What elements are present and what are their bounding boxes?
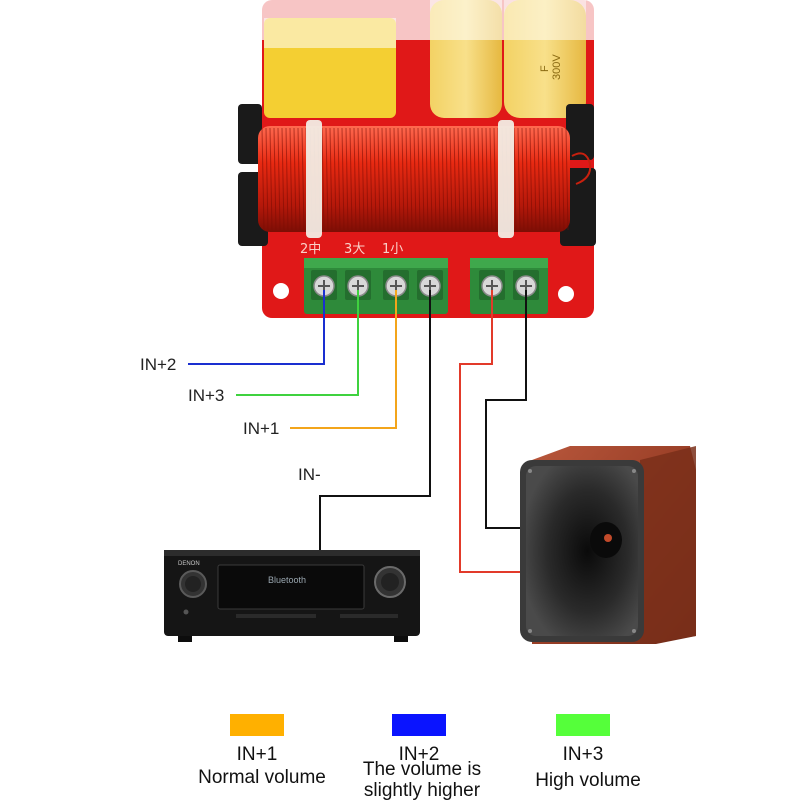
capacitor-print: F (539, 65, 551, 72)
legend-desc-in-plus-2: The volume is slightly higher (362, 759, 482, 801)
wire-label-in-minus: IN- (298, 465, 321, 484)
terminal-mark: 2中 (300, 242, 321, 257)
terminal-screw (513, 270, 539, 300)
wire-speaker-positive (459, 290, 580, 573)
terminal-mark: 1小 (382, 242, 403, 257)
legend-swatch-in-plus-2 (392, 714, 446, 736)
wire-in-plus-2 (188, 290, 325, 365)
capacitor: F 300V (504, 0, 586, 118)
legend-code-in-plus-3: IN+3 (562, 744, 604, 765)
wire-in-plus-3 (236, 290, 359, 396)
inductor-coil (258, 120, 592, 238)
capacitor-print: 300V (551, 54, 563, 80)
legend-swatch-in-plus-1 (230, 714, 284, 736)
capacitor (264, 18, 396, 118)
input-terminal-block (304, 258, 448, 314)
legend-code-in-plus-2: IN+2 (398, 744, 440, 765)
terminal-screw (345, 270, 371, 300)
capacitor (430, 0, 502, 118)
terminal-screw (311, 270, 337, 300)
legend-desc-in-plus-3: High volume (535, 770, 641, 791)
av-receiver: Bluetooth DENON (164, 550, 420, 642)
terminal-mark: 3大 (344, 242, 365, 257)
wire-label-in-plus-3: IN+3 (188, 386, 224, 405)
legend-code-in-plus-1: IN+1 (236, 744, 278, 765)
wire-in-minus (319, 290, 431, 552)
mount-hole (273, 283, 289, 299)
wire-in-plus-1 (290, 290, 397, 429)
crossover-board: F 300V 2中 3大 1小 (238, 0, 596, 318)
receiver-brand: DENON (178, 561, 200, 567)
legend-desc-in-plus-1: Normal volume (198, 767, 326, 788)
mount-hole (558, 286, 574, 302)
receiver-display: Bluetooth (268, 575, 306, 585)
terminal-screw (479, 270, 505, 300)
wire-label-in-plus-2: IN+2 (140, 355, 176, 374)
terminal-screw (383, 270, 409, 300)
horn-speaker (520, 446, 696, 644)
wiring (188, 290, 606, 573)
legend-swatch-in-plus-3 (556, 714, 610, 736)
wire-label-in-plus-1: IN+1 (243, 419, 279, 438)
